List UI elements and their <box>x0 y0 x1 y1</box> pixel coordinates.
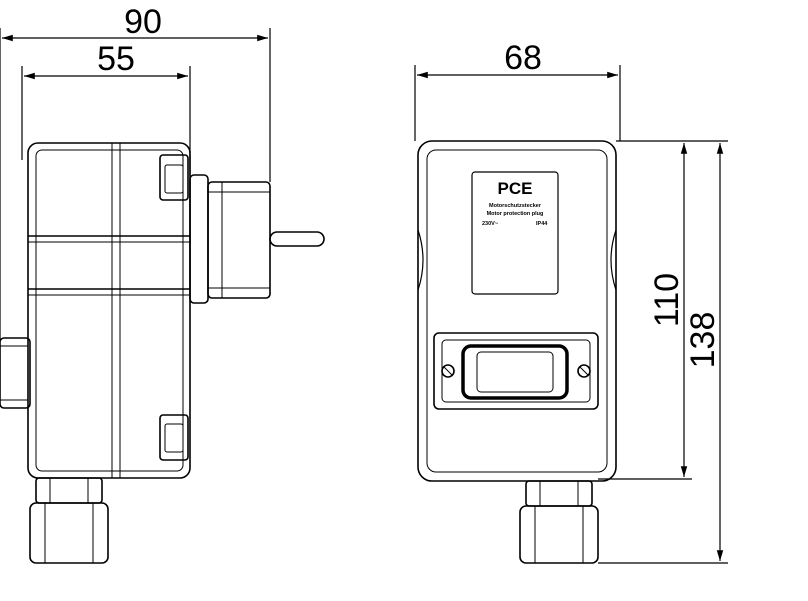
dim-label-110: 110 <box>648 273 686 327</box>
front-gland-nut <box>525 480 593 507</box>
side-gland-nut <box>35 477 103 504</box>
side-view <box>0 142 325 564</box>
switch-frame <box>433 332 599 410</box>
screw-left <box>441 364 455 378</box>
side-gland-body <box>29 502 109 564</box>
nameplate-line2: Motor protection plug <box>487 211 544 217</box>
nameplate-line1: Motorschutzstecker <box>489 203 542 209</box>
switch-window <box>461 344 569 400</box>
dimension-lines <box>0 28 728 564</box>
plug-pin <box>269 231 325 247</box>
dim-label-55: 55 <box>97 40 135 78</box>
side-clip-top <box>159 154 189 201</box>
dim-label-138: 138 <box>684 312 722 369</box>
side-housing <box>27 142 191 479</box>
front-housing-inner <box>426 149 608 473</box>
nameplate <box>471 171 559 295</box>
front-view <box>417 140 617 564</box>
front-housing <box>417 140 617 482</box>
side-clip-bottom <box>159 414 189 461</box>
dim-label-90: 90 <box>124 3 162 41</box>
nameplate-brand: PCE <box>498 179 533 198</box>
screw-right <box>577 364 591 378</box>
front-gland-body <box>519 505 599 564</box>
side-housing-inner <box>35 149 184 472</box>
side-knob <box>0 337 31 409</box>
plug-body <box>207 181 271 299</box>
nameplate-voltage: 230V~ <box>482 221 498 227</box>
dim-label-68: 68 <box>504 39 542 77</box>
plug-flange <box>189 174 209 304</box>
nameplate-rating: IP44 <box>536 221 548 227</box>
